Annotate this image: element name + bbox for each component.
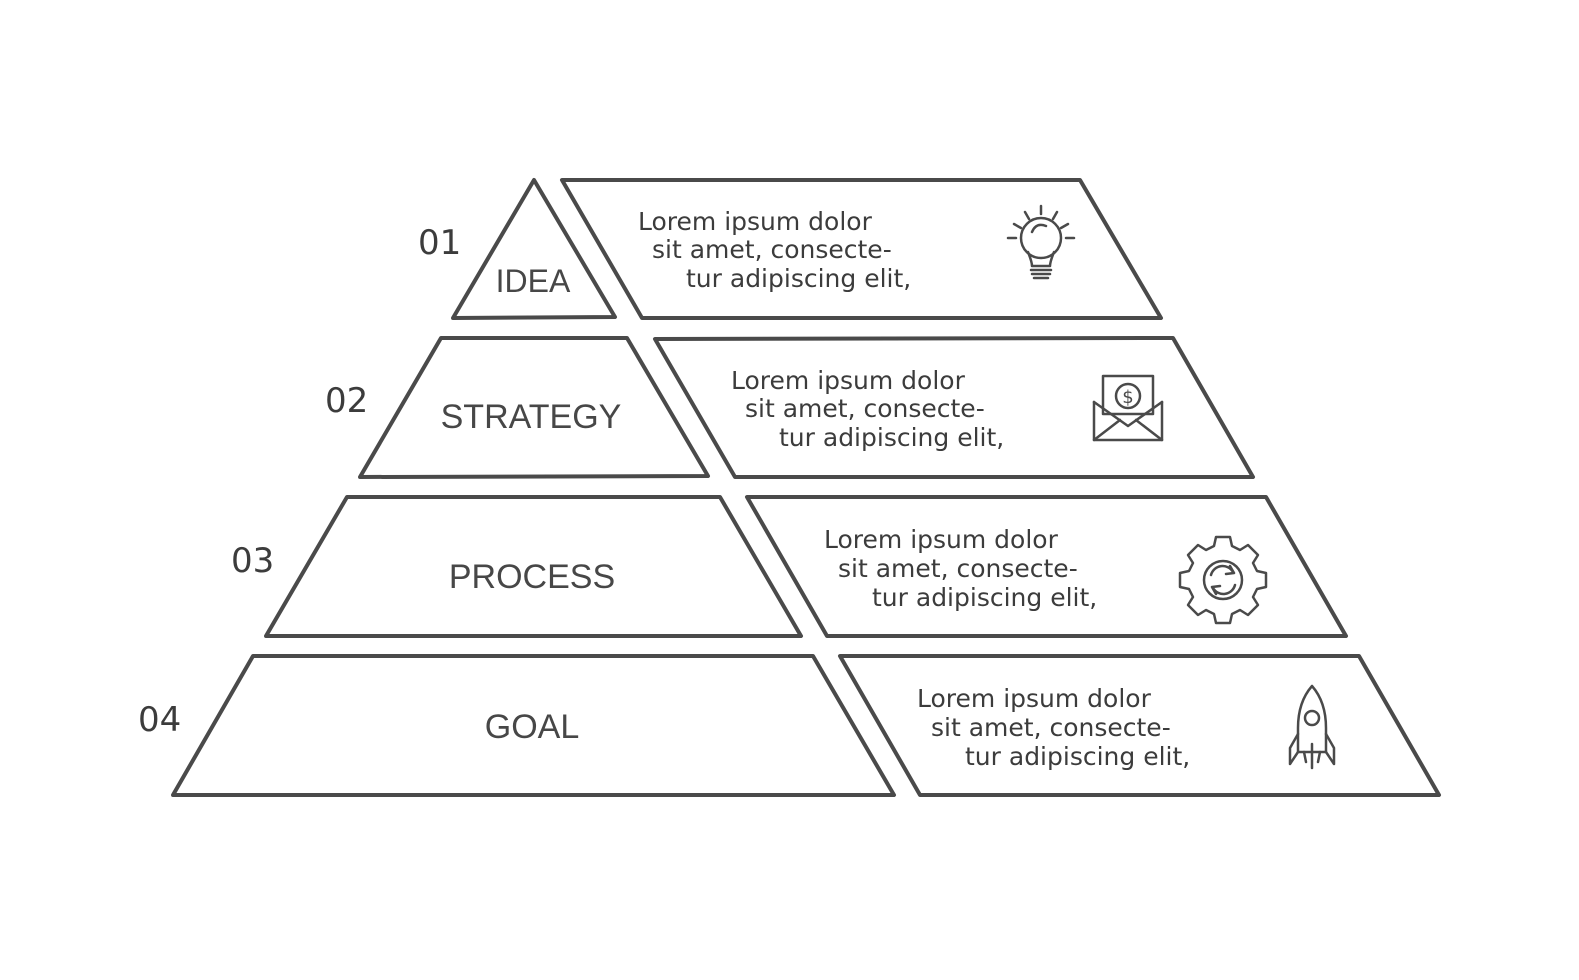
level-shape-1 — [451, 178, 617, 320]
svg-text:$: $ — [1122, 387, 1133, 408]
description-line-2-1: Lorem ipsum dolor — [731, 366, 966, 395]
description-line-4-1: Lorem ipsum dolor — [917, 684, 1152, 713]
description-box-2 — [653, 336, 1255, 479]
description-line-3-3: tur adipiscing elit, — [872, 583, 1097, 612]
level-label-3: PROCESS — [449, 558, 615, 596]
level-number-4: 04 — [138, 700, 181, 740]
level-number-3: 03 — [231, 541, 274, 581]
description-line-1-3: tur adipiscing elit, — [686, 264, 911, 293]
level-shape-4 — [171, 654, 896, 797]
description-line-3-1: Lorem ipsum dolor — [824, 525, 1059, 554]
description-line-2-3: tur adipiscing elit, — [779, 423, 1004, 452]
description-box-1 — [560, 178, 1163, 320]
description-line-1-2: sit amet, consecte- — [652, 235, 892, 264]
description-line-1-1: Lorem ipsum dolor — [638, 207, 873, 236]
level-label-2: STRATEGY — [441, 398, 622, 436]
level-number-1: 01 — [418, 223, 461, 263]
gear-icon — [1178, 535, 1268, 625]
rocket-icon — [1288, 684, 1336, 770]
pyramid-level-3: 03 PROCESS Lorem ipsum dolor sit amet, c… — [231, 495, 1348, 638]
pyramid-level-2: 02 STRATEGY Lorem ipsum dolor sit amet, … — [325, 336, 1255, 479]
description-line-2-2: sit amet, consecte- — [745, 394, 985, 423]
description-line-4-2: sit amet, consecte- — [931, 713, 1171, 742]
description-box-3 — [745, 495, 1348, 638]
description-box-4 — [838, 654, 1441, 797]
level-shape-2 — [358, 336, 710, 479]
pyramid-level-1: 01 IDEA Lorem ipsum dolor sit amet, cons… — [418, 178, 1163, 320]
description-line-4-3: tur adipiscing elit, — [965, 742, 1190, 771]
pyramid-level-4: 04 GOAL Lorem ipsum dolor sit amet, cons… — [138, 654, 1441, 797]
level-label-1: IDEA — [496, 263, 571, 299]
level-shape-3 — [264, 495, 803, 638]
level-label-4: GOAL — [485, 708, 579, 746]
description-line-3-2: sit amet, consecte- — [838, 554, 1078, 583]
money-envelope-icon: $ — [1092, 374, 1164, 442]
lightbulb-icon — [1006, 204, 1076, 280]
level-number-2: 02 — [325, 381, 368, 421]
